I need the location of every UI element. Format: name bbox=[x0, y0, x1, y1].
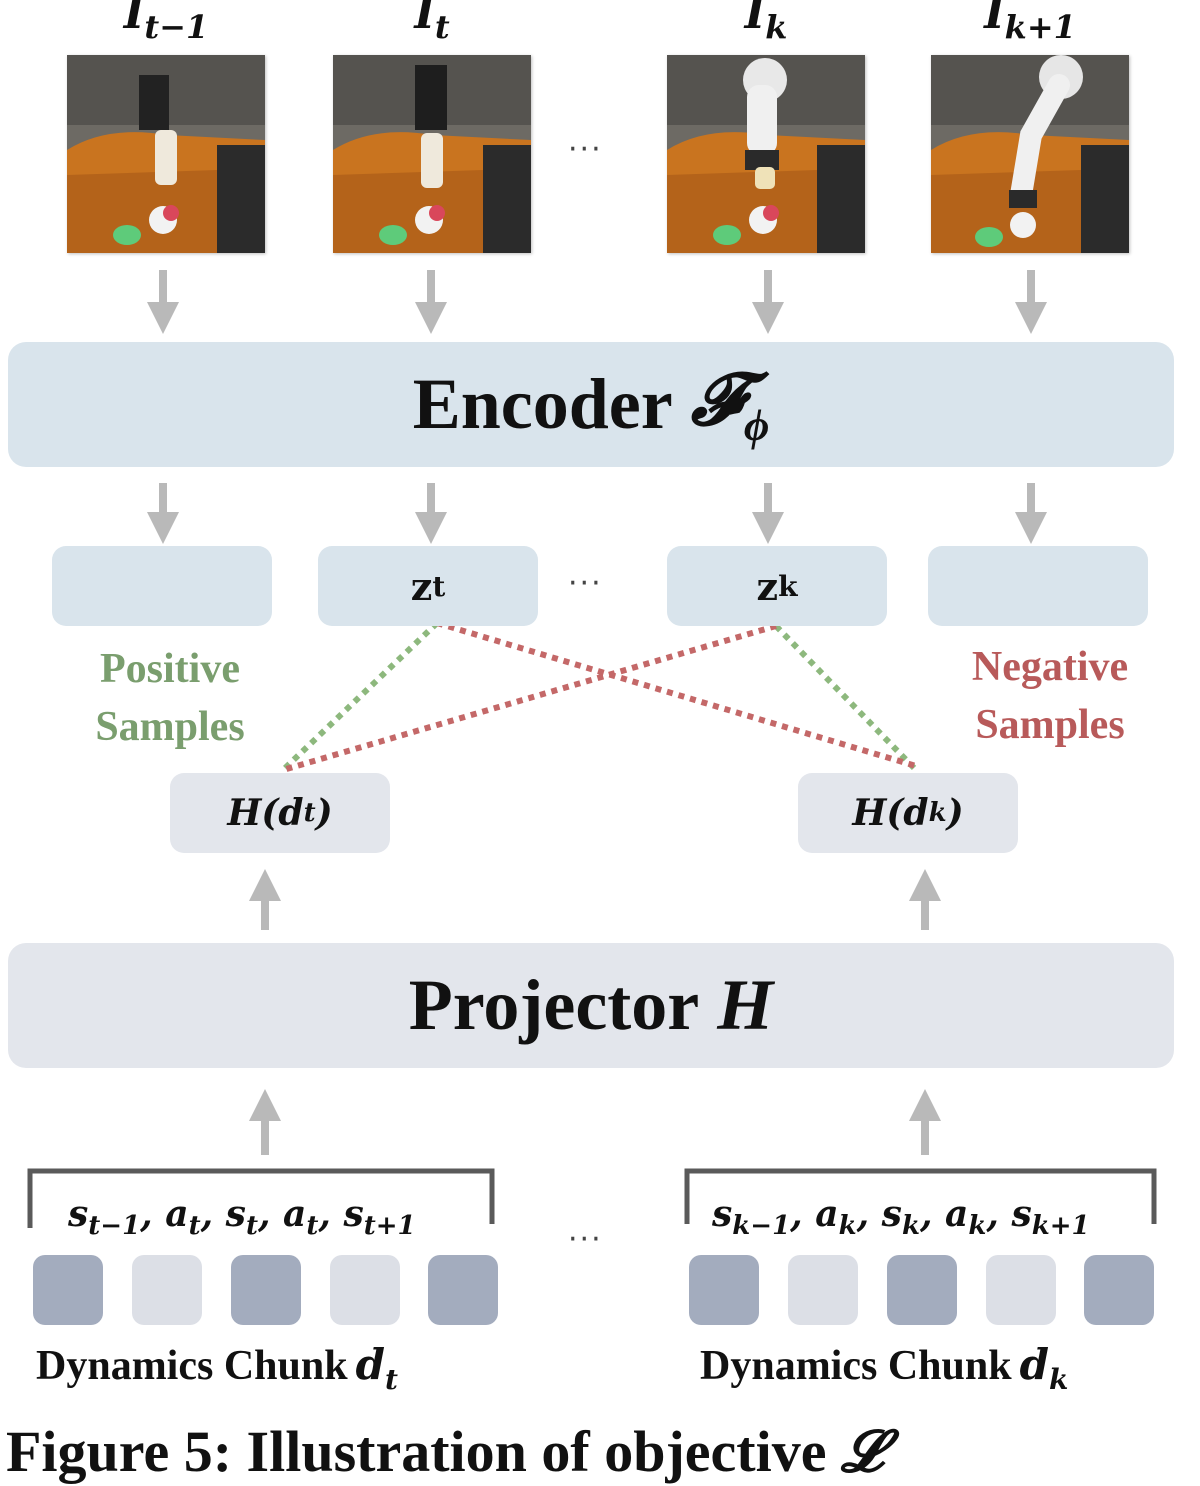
negative-samples-label: Negative Samples bbox=[971, 644, 1129, 748]
token-right-4 bbox=[986, 1255, 1056, 1325]
frame-label-t: It bbox=[414, 0, 450, 46]
token-left-5 bbox=[428, 1255, 498, 1325]
frame-image-k-plus-1 bbox=[931, 55, 1129, 253]
frame-label-t-minus-1: It−1 bbox=[123, 0, 209, 46]
token-right-1 bbox=[689, 1255, 759, 1325]
feature-box-t-minus-1 bbox=[52, 546, 272, 626]
token-right-3 bbox=[887, 1255, 957, 1325]
frames-ellipsis: ··· bbox=[568, 132, 603, 167]
frame-image-t-minus-1 bbox=[67, 55, 265, 253]
encoder-block: Encoder 𝓕ϕ bbox=[8, 342, 1174, 467]
negative-pair-line-t bbox=[436, 620, 917, 769]
token-left-1 bbox=[33, 1255, 103, 1325]
frame-image-k bbox=[667, 55, 865, 253]
sequence-left: st−1, at, st, at, st+1 bbox=[68, 1193, 416, 1241]
positive-pair-line-t bbox=[280, 620, 440, 773]
positive-pair-line-k bbox=[773, 623, 919, 773]
frame-label-k: Ik bbox=[744, 0, 788, 46]
projector-block: Projector H bbox=[8, 943, 1174, 1068]
frame-image-t bbox=[333, 55, 531, 253]
token-right-5 bbox=[1084, 1255, 1154, 1325]
token-left-3 bbox=[231, 1255, 301, 1325]
token-left-2 bbox=[132, 1255, 202, 1325]
sequence-right: sk−1, ak, sk, ak, sk+1 bbox=[712, 1193, 1090, 1241]
negative-pair-line-k bbox=[282, 623, 777, 773]
token-right-2 bbox=[788, 1255, 858, 1325]
token-left-4 bbox=[330, 1255, 400, 1325]
features-ellipsis: ··· bbox=[568, 566, 603, 601]
figure-caption: Figure 5: Illustration of objective 𝓛 bbox=[6, 1419, 884, 1484]
feature-box-k-plus-1 bbox=[928, 546, 1148, 626]
positive-samples-label: Positive Samples bbox=[95, 646, 245, 750]
tokens-ellipsis: ··· bbox=[568, 1222, 603, 1257]
frame-label-k-plus-1: Ik+1 bbox=[984, 0, 1076, 46]
